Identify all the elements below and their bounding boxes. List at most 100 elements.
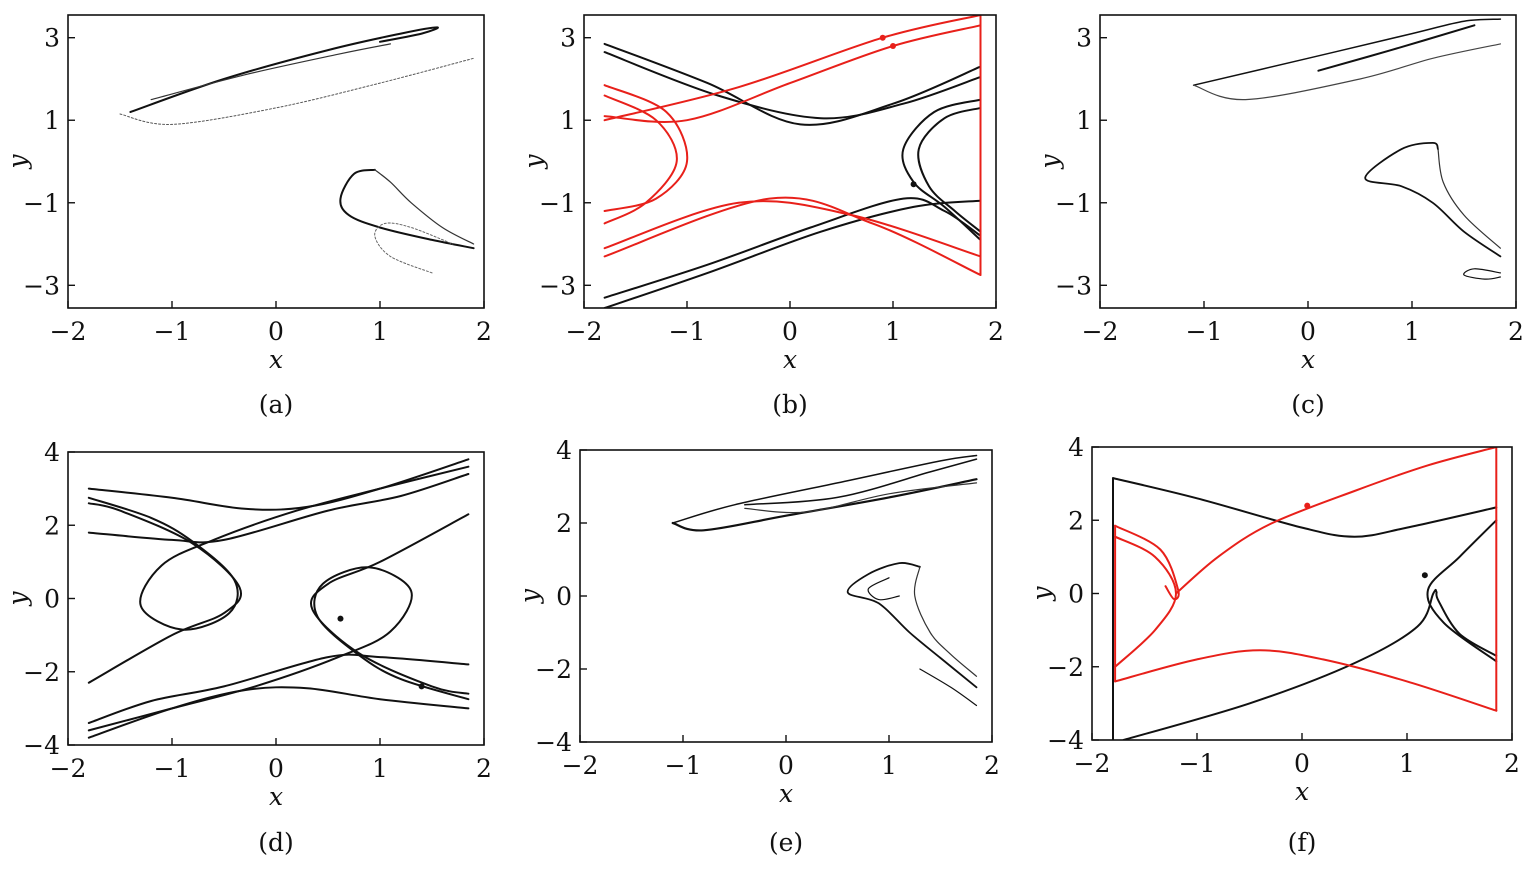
x-tick-label: 1 — [885, 317, 901, 346]
y-tick-label: −1 — [539, 189, 576, 218]
y-tick-label: −1 — [1055, 189, 1092, 218]
point-marker — [1304, 502, 1311, 509]
y-tick-label: 0 — [556, 582, 572, 611]
series-black-upper-1 — [603, 42, 982, 126]
plot-area — [603, 15, 982, 308]
series-black-upper — [1112, 477, 1498, 538]
series-attractor-upper-3 — [150, 43, 391, 101]
y-axis-label: y — [1035, 154, 1064, 170]
plot-area — [1112, 447, 1498, 740]
series-attractor-upper-1 — [671, 454, 978, 524]
series-attractor-lower-4 — [919, 668, 978, 707]
series-black-right-loop-1 — [901, 98, 982, 241]
y-tick-label: 2 — [556, 509, 572, 538]
series-curve-1 — [87, 458, 470, 511]
x-axis-label: x — [269, 345, 283, 374]
y-axis-label: y — [3, 154, 32, 170]
y-axis-label: y — [519, 154, 548, 170]
x-tick-label: 1 — [1404, 317, 1420, 346]
series-curve-6 — [87, 566, 470, 732]
plot-area — [87, 458, 470, 739]
y-axis-label: y — [1027, 586, 1056, 602]
x-tick-label: 1 — [881, 751, 897, 780]
y-tick-label: 4 — [556, 436, 572, 465]
x-tick-label: 1 — [1399, 749, 1415, 778]
y-tick-label: −4 — [1047, 726, 1084, 755]
y-tick-label: 0 — [44, 585, 60, 614]
series-red-left-loop-1 — [603, 84, 689, 212]
y-tick-label: −1 — [23, 189, 60, 218]
y-tick-label: −2 — [1047, 653, 1084, 682]
y-tick-label: 1 — [560, 106, 576, 135]
y-tick-label: −3 — [539, 271, 576, 300]
series-red-loop-2 — [1114, 535, 1177, 668]
series-attractor-lower-3 — [374, 222, 454, 274]
x-axis-label: x — [779, 779, 793, 808]
x-tick-label: 0 — [268, 317, 284, 346]
series-red-upper — [1175, 447, 1498, 595]
y-axis-label: y — [3, 591, 32, 607]
series-attractor-upper-1 — [129, 26, 439, 113]
y-tick-label: 4 — [44, 438, 60, 467]
panel-caption: (e) — [769, 828, 803, 857]
series-attractor-lower-3 — [867, 577, 900, 601]
x-tick-label: −1 — [154, 754, 191, 783]
series-red-lower-2 — [603, 200, 982, 258]
x-tick-label: 1 — [372, 754, 388, 783]
y-tick-label: 3 — [44, 24, 60, 53]
x-tick-label: −2 — [566, 317, 603, 346]
x-tick-label: −2 — [562, 751, 599, 780]
x-tick-label: −2 — [1074, 749, 1111, 778]
axes-frame — [1091, 446, 1513, 741]
series-curve-7 — [87, 653, 470, 724]
series-red-loop-1 — [1114, 524, 1180, 601]
x-axis-label: x — [269, 782, 283, 811]
x-axis-label: x — [783, 345, 797, 374]
x-tick-label: 0 — [1300, 317, 1316, 346]
series-attractor-lower-1 — [339, 168, 475, 250]
series-attractor-upper-2 — [1193, 43, 1501, 101]
series-black-lower — [1122, 588, 1498, 740]
panel-caption: (a) — [259, 390, 293, 419]
y-tick-label: −2 — [535, 655, 572, 684]
series-black-upper-2 — [603, 51, 982, 120]
x-tick-label: 1 — [372, 317, 388, 346]
point-marker — [418, 683, 425, 690]
point-marker — [910, 181, 917, 188]
series-black-lower-2 — [603, 197, 982, 299]
x-tick-label: −1 — [669, 317, 706, 346]
x-tick-label: 2 — [1508, 317, 1524, 346]
series-attractor-upper-3 — [1317, 24, 1476, 72]
series-curve-5 — [87, 686, 470, 739]
x-tick-label: 2 — [476, 754, 492, 783]
plot-area — [1192, 18, 1502, 280]
y-tick-label: −3 — [1055, 271, 1092, 300]
panel-caption: (d) — [258, 828, 294, 857]
point-marker — [1421, 572, 1428, 579]
series-attractor-upper-1 — [1192, 18, 1502, 86]
series-red-upper-2 — [603, 24, 982, 123]
y-tick-label: 2 — [44, 511, 60, 540]
x-tick-label: 0 — [268, 754, 284, 783]
plot-area — [119, 26, 475, 274]
x-tick-label: −2 — [50, 754, 87, 783]
y-tick-label: 1 — [1076, 106, 1092, 135]
y-tick-label: 2 — [1068, 506, 1084, 535]
y-tick-label: 3 — [560, 24, 576, 53]
series-attractor-upper-2 — [119, 57, 475, 125]
series-attractor-lower-2 — [1437, 148, 1501, 249]
panel-caption: (c) — [1291, 390, 1325, 419]
x-tick-label: 2 — [984, 751, 1000, 780]
y-tick-label: −4 — [23, 731, 60, 760]
series-attractor-lower-2 — [374, 169, 475, 245]
plot-area — [671, 454, 978, 707]
series-attractor-lower-3 — [1463, 268, 1501, 280]
series-attractor-upper-4 — [744, 458, 978, 506]
y-tick-label: −3 — [23, 271, 60, 300]
x-tick-label: 2 — [1504, 749, 1520, 778]
y-axis-label: y — [515, 588, 544, 604]
axes-frame — [67, 14, 485, 309]
x-tick-label: 2 — [988, 317, 1004, 346]
